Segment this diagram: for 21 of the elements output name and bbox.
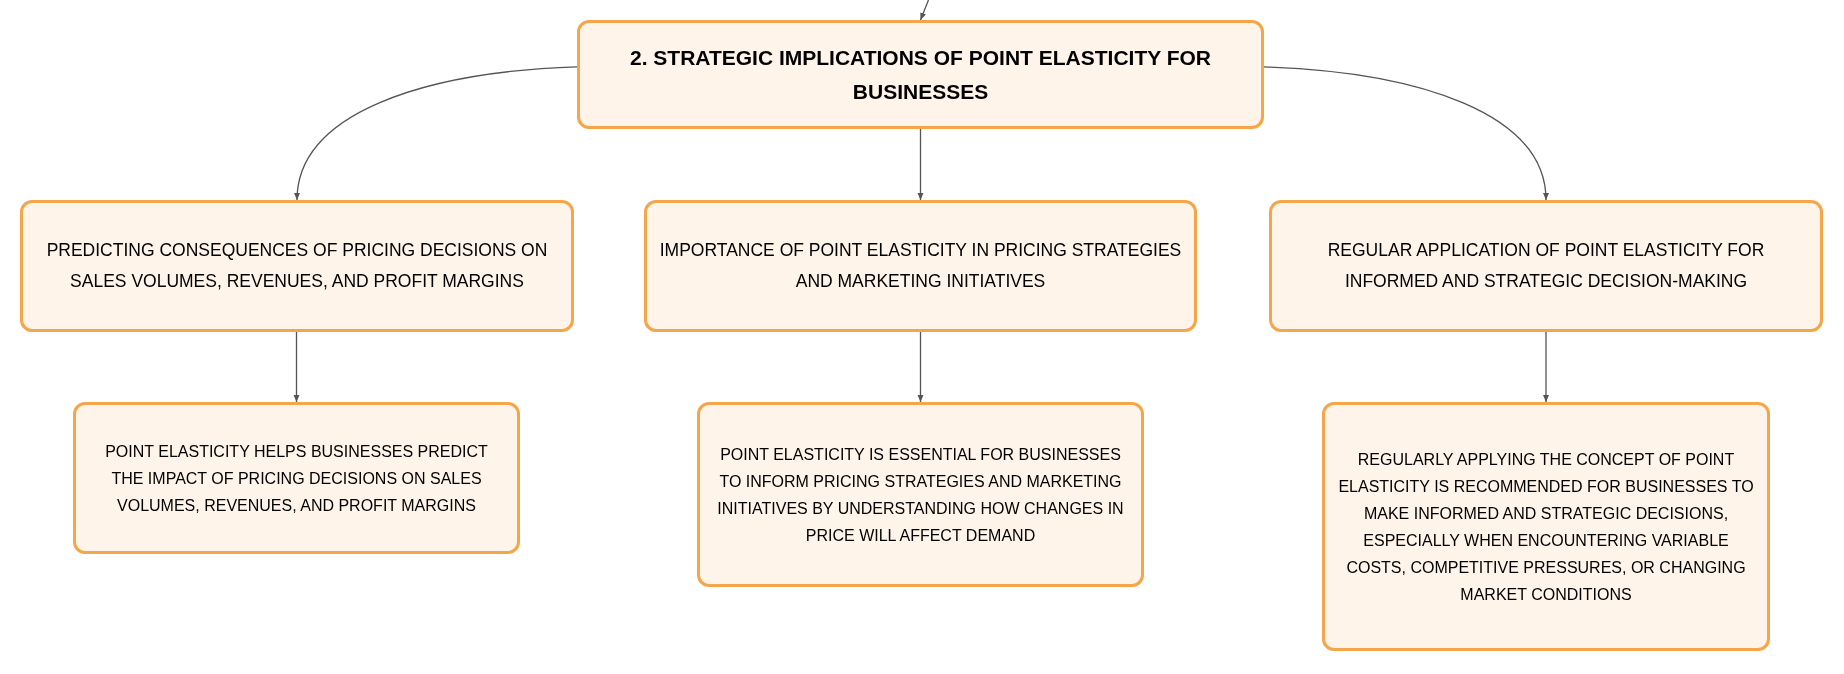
topic-text: REGULARLY APPLYING THE CONCEPT OF POINT ELASTICITY IS RECOMMENDED FOR BUSINESSES TO MAKE INFORMED AND STRATEGIC DECISIONS, ESPECIALLY WHEN ENCOUNTERING VARIABLE COSTS, COMPETITIVE PRESSURES, OR CHANGING MARKET CONDITIONS — [1337, 449, 1755, 605]
subtopic-box — [1322, 402, 1770, 651]
connector-arrow — [294, 66, 578, 201]
topic-text: PREDICTING CONSEQUENCES OF PRICING DECISIONS ON SALES VOLUMES, REVENUES, AND PROFIT MARGINS — [45, 239, 549, 293]
connector-arrow — [917, 331, 924, 403]
connector-arrow — [1263, 66, 1549, 201]
topic-box — [577, 20, 1264, 129]
topic-text: POINT ELASTICITY IS ESSENTIAL FOR BUSINESSES TO INFORM PRICING STRATEGIES AND MARKETING INITIATIVES BY UNDERSTANDING HOW CHANGES IN PRICE WILL AFFECT DEMAND — [716, 444, 1125, 546]
topic-title: 2. STRATEGIC IMPLICATIONS OF POINT ELASTICITY FOR BUSINESSES — [629, 44, 1212, 105]
subtopic-box — [73, 402, 520, 554]
topic-text: POINT ELASTICITY HELPS BUSINESSES PREDICT THE IMPACT OF PRICING DECISIONS ON SALES VOLUMES, REVENUES, AND PROFIT MARGINS — [104, 441, 489, 516]
connector-arrow — [919, 0, 930, 21]
topic-text: IMPORTANCE OF POINT ELASTICITY IN PRICING STRATEGIES AND MARKETING INITIATIVES — [659, 239, 1182, 293]
subtopic-box — [20, 200, 574, 332]
subtopic-box — [644, 200, 1197, 332]
subtopic-box — [1269, 200, 1823, 332]
topic-text: REGULAR APPLICATION OF POINT ELASTICITY FOR INFORMED AND STRATEGIC DECISION-MAKING — [1326, 239, 1766, 293]
subtopic-box — [697, 402, 1144, 587]
connector-arrow — [917, 128, 924, 201]
connector-arrow — [1543, 331, 1549, 403]
connector-arrow — [293, 331, 300, 403]
